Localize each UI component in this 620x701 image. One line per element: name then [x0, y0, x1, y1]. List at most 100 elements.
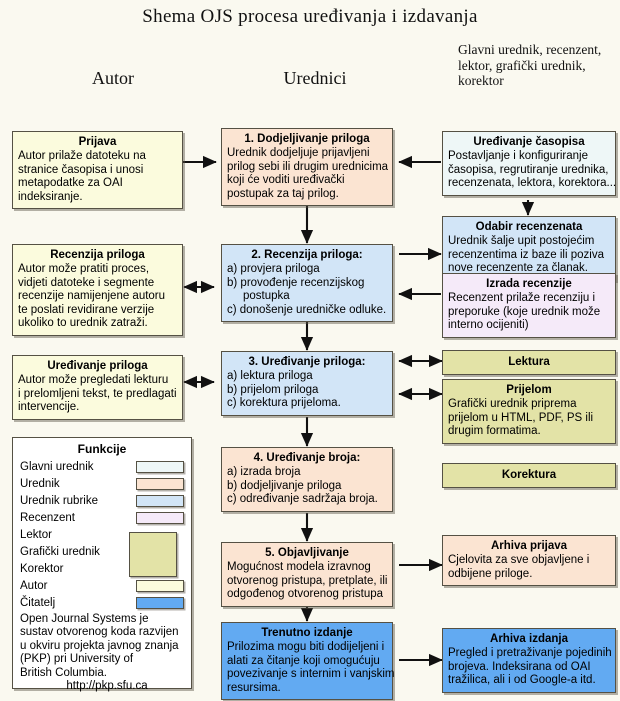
box-uredivanje-casopisa[interactable]: Uređivanje časopisa Postavljanje i konfi…	[442, 131, 616, 196]
text-line: povezivanje s internim i vanjskim	[227, 668, 395, 681]
box-lektura[interactable]: Lektura	[442, 350, 616, 375]
box-izrada-recenzije[interactable]: Izrada recenzije Recenzent prilaže recen…	[442, 273, 616, 338]
text-line: Autor prilaže datoteku na	[18, 150, 146, 162]
text-line: odbijene priloge.	[448, 567, 533, 580]
text-line: b) provođenje recenzijskog	[227, 276, 365, 289]
text-line: prijelom u HTML, PDF, PS ili	[448, 411, 594, 424]
box-trenutno-izdanje[interactable]: Trenutno izdanje Prilozima mogu biti dod…	[221, 622, 395, 701]
text-line: recenzije namijenjene autoru	[18, 290, 166, 303]
box-step2-title: 2. Recenzija priloga:	[251, 249, 363, 261]
box-trenutno-izdanje-body: Prilozima mogu biti dodijeljeni i alati …	[227, 641, 395, 695]
page-title: Shema OJS procesa uređivanja i izdavanja	[142, 6, 478, 27]
legend-row-graficki-urednik: Grafički urednik	[20, 544, 184, 561]
box-uredivanje-casopisa-title: Uređivanje časopisa	[473, 136, 585, 148]
box-korektura-title: Korektura	[501, 469, 557, 481]
box-lektura-title: Lektura	[508, 356, 550, 368]
text-line: metapodatke za OAI	[18, 177, 123, 190]
box-arhiva-izdanja[interactable]: Arhiva izdanja Pregled i pretraživanje p…	[442, 628, 616, 693]
box-step3[interactable]: 3. Uređivanje priloga: a) lektura prilog…	[221, 351, 393, 416]
text-line: nove recenzente za članak.	[448, 262, 589, 275]
box-izrada-recenzije-body: Recenzent prilaže recenziju i preporuke …	[448, 292, 610, 333]
box-step1[interactable]: 1. Dodjeljivanje priloga Urednik dodjelj…	[221, 128, 393, 207]
text-line: recenzenata, lektora, korektora...	[448, 177, 617, 190]
text-line: tražilica, ali i od Google-a itd.	[448, 674, 596, 687]
legend-label: Autor	[20, 580, 48, 592]
text-line: drugim formatima.	[448, 425, 541, 438]
box-korektura[interactable]: Korektura	[442, 463, 616, 488]
text-line: časopisa, regrutiranje urednika,	[448, 163, 609, 176]
box-trenutno-izdanje-title: Trenutno izdanje	[261, 627, 353, 639]
legend-row-korektor: Korektor	[20, 561, 184, 578]
text-line: (PKP) pri University of	[20, 653, 134, 666]
box-uredivanje-priloga-author[interactable]: Uređivanje priloga Autor može pregledati…	[12, 355, 183, 420]
legend-group-production: Lektor Grafički urednik Korektor	[20, 527, 184, 578]
box-step1-title: 1. Dodjeljivanje priloga	[244, 133, 370, 145]
legend-label: Recenzent	[20, 512, 75, 524]
box-step2[interactable]: 2. Recenzija priloga: a) provjera prilog…	[221, 244, 393, 323]
text-line: vidjeti datoteke i segmente	[18, 276, 155, 289]
text-line: Postavljanje i konfiguriranje	[448, 150, 588, 162]
box-uredivanje-author-body: Autor može pregledati lekturu i prelomlj…	[18, 374, 177, 415]
box-step3-body: a) lektura priloga b) prijelom priloga c…	[227, 370, 387, 411]
text-line: postupka	[227, 290, 290, 303]
box-step1-body: Urednik dodjeljuje prijavljeni prilog se…	[227, 147, 388, 201]
column-header-author: Autor	[92, 68, 134, 88]
column-header-editors: Urednici	[283, 68, 347, 88]
box-odabir-recenzenata-title: Odabir recenzenata	[475, 221, 583, 233]
box-arhiva-prijava-title: Arhiva prijava	[490, 540, 568, 552]
text-line: Grafički urednik priprema	[448, 398, 577, 410]
box-odabir-recenzenata-body: Urednik šalje upit postojećim recenzenti…	[448, 235, 610, 276]
text-line: preporuke (koje urednik može	[448, 305, 601, 318]
text-line: c) donošenje uredničke odluke.	[227, 303, 387, 316]
text-line: u okviru projekta javnog znanja	[20, 639, 179, 652]
legend-swatch-production	[129, 532, 177, 577]
legend-label: Urednik	[20, 478, 60, 490]
text-line: Autor može pregledati lekturu	[18, 374, 169, 386]
roles-line-2: recenzent, lektor,	[458, 42, 602, 73]
box-prijava[interactable]: Prijava Autor prilaže datoteku na strani…	[12, 131, 183, 210]
legend-label: Korektor	[20, 563, 64, 575]
roles-line-3: grafički urednik,	[495, 57, 586, 73]
box-recenzija-author-title: Recenzija priloga	[50, 249, 145, 261]
box-recenzija-priloga-author[interactable]: Recenzija priloga Autor može pratiti pro…	[12, 244, 183, 336]
legend-row-lektor: Lektor	[20, 527, 184, 544]
text-line: Mogućnost modela izravnog	[227, 561, 371, 573]
text-line: interno ocijeniti)	[448, 319, 529, 332]
text-line: sustav otvorenog koda razvijen	[20, 626, 179, 639]
legend-label: Grafički urednik	[20, 546, 100, 558]
box-arhiva-izdanja-body: Pregled i pretraživanje pojedinih brojev…	[448, 647, 612, 688]
box-step5-body: Mogućnost modela izravnog otvorenog pris…	[227, 561, 387, 602]
box-arhiva-prijava-body: Cjelovita za sve objavljene i odbijene p…	[448, 554, 610, 581]
text-line: British Columbia.	[20, 666, 107, 679]
box-uredivanje-author-title: Uređivanje priloga	[47, 360, 148, 372]
legend-row-urednik-rubrike: Urednik rubrike	[20, 493, 184, 510]
legend-swatch-urednik-rubrike	[136, 495, 184, 507]
text-line: Recenzent prilaže recenziju i	[448, 292, 596, 304]
legend-swatch-citatelj	[136, 597, 184, 609]
legend-url[interactable]: http://pkp.sfu.ca	[66, 680, 148, 693]
legend-row-autor: Autor	[20, 578, 184, 595]
box-step4-title: 4. Uređivanje broja:	[253, 452, 361, 464]
text-line: postupak za taj prilog.	[227, 187, 339, 200]
text-line: b) dodjeljivanje priloga	[227, 479, 342, 492]
text-line: Open Journal Systems je	[20, 613, 149, 625]
text-line: Autor može pratiti proces,	[18, 263, 150, 275]
text-line: Urednik šalje upit postojećim	[448, 235, 595, 247]
legend-rows: Glavni urednik Urednik Urednik rubrike R…	[20, 459, 184, 611]
box-arhiva-prijava[interactable]: Arhiva prijava Cjelovita za sve objavlje…	[442, 535, 616, 587]
legend-label: Urednik rubrike	[20, 495, 98, 507]
box-step4[interactable]: 4. Uređivanje broja: a) izrada broja b) …	[221, 447, 393, 512]
box-odabir-recenzenata[interactable]: Odabir recenzenata Urednik šalje upit po…	[442, 216, 616, 281]
legend-row-citatelj: Čitatelj	[20, 595, 184, 612]
legend-swatch-glavni-urednik	[136, 461, 184, 473]
text-line: te poslati revidirane verzije	[18, 303, 155, 316]
column-header-roles: Glavni urednik, recenzent, lektor, grafi…	[458, 42, 618, 89]
box-prijelom[interactable]: Prijelom Grafički urednik priprema prije…	[442, 379, 616, 444]
box-arhiva-izdanja-title: Arhiva izdanja	[490, 633, 568, 645]
text-line: i prelomljeni tekst, te predlagati	[18, 387, 177, 400]
text-line: resursima.	[227, 681, 281, 694]
box-step5[interactable]: 5. Objavljivanje Mogućnost modela izravn…	[221, 542, 393, 607]
legend-note: Open Journal Systems je sustav otvorenog…	[20, 613, 184, 680]
text-line: otvorenog pristupa, pretplate, ili	[227, 574, 388, 587]
